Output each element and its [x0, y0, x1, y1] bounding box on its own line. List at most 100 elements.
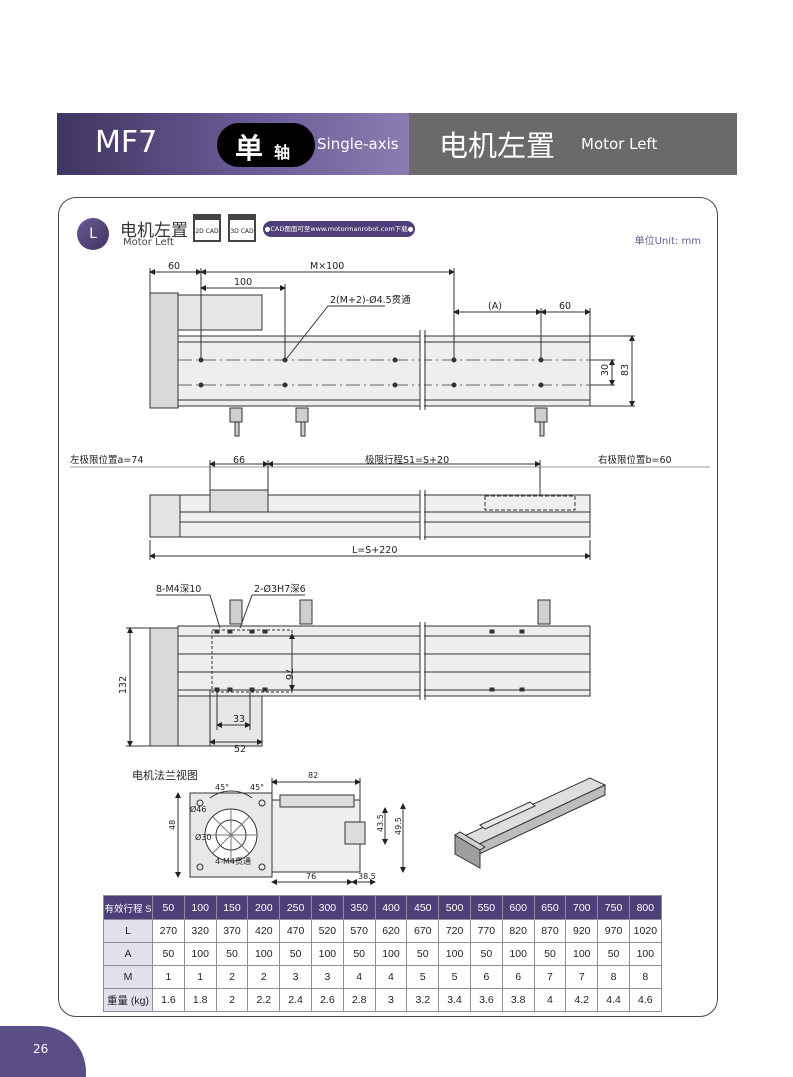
table-cell: 8: [628, 965, 662, 989]
table-cell: 50: [406, 942, 440, 966]
flange-76: 76: [306, 872, 316, 881]
table-cell: 820: [501, 919, 535, 943]
stroke-cell: 150: [215, 895, 249, 920]
table-cell: 50: [597, 942, 630, 966]
table-cell: 2.6: [310, 988, 344, 1012]
dim-m4: 8-M4深10: [156, 584, 201, 595]
cad-2d-label: 2D CAD: [195, 228, 219, 235]
table-cell: 920: [565, 919, 599, 943]
table-cell: 3.8: [501, 988, 535, 1012]
section-title-en: Motor Left: [123, 237, 174, 248]
table-cell: 1.8: [183, 988, 217, 1012]
table-cell: 470: [279, 919, 312, 943]
table-cell: 100: [501, 942, 535, 966]
dim-52: 52: [234, 744, 246, 755]
table-cell: 4.2: [565, 988, 599, 1012]
flange-38-5: 38.5: [358, 872, 376, 881]
stroke-cell: 800: [628, 895, 662, 920]
cad-3d-icon[interactable]: 3D CAD: [228, 214, 256, 242]
dim-top-100: 100: [234, 277, 252, 288]
table-cell: 100: [247, 942, 281, 966]
table-cell: 50: [469, 942, 503, 966]
table-cell: 2.4: [279, 988, 312, 1012]
table-cell: 770: [469, 919, 503, 943]
spec-table: 有效行程 S 50 100 150 200 250 300 350 400 45…: [103, 895, 662, 1012]
cad-2d-icon[interactable]: 2D CAD: [193, 214, 221, 242]
flange-angle-2: 45°: [250, 783, 264, 792]
flange-82: 82: [308, 771, 318, 780]
table-cell: 1020: [628, 919, 662, 943]
page-number-tab: 26: [0, 1026, 86, 1077]
stroke-cell: 200: [247, 895, 281, 920]
table-cell: 620: [374, 919, 408, 943]
stroke-cell: 100: [183, 895, 217, 920]
table-cell: 1.6: [152, 988, 185, 1012]
dim-top-a: (A): [488, 301, 502, 312]
table-cell: 8: [597, 965, 630, 989]
dim-right-limit: 右极限位置b=60: [598, 454, 672, 466]
flange-43-5: 43.5: [376, 814, 385, 832]
content-frame: [58, 197, 718, 1017]
dim-top-holes: 2(M+2)-Ø4.5贯通: [330, 295, 411, 306]
axis-cn-big: 单: [235, 132, 264, 165]
row-label: L: [103, 919, 153, 943]
stroke-cell: 700: [565, 895, 599, 920]
table-cell: 2: [215, 965, 249, 989]
table-cell: 1: [152, 965, 185, 989]
section-title-cn: 电机左置: [120, 221, 188, 241]
table-cell: 1: [183, 965, 217, 989]
table-cell: 50: [342, 942, 376, 966]
stroke-cell: 400: [374, 895, 408, 920]
table-cell: 720: [438, 919, 471, 943]
cad-download-note[interactable]: ●CAD图面可至www.motormanrobot.com下载●: [263, 221, 415, 237]
table-cell: 3: [279, 965, 312, 989]
table-cell: 4: [342, 965, 376, 989]
table-cell: 670: [406, 919, 440, 943]
row-label: A: [103, 942, 153, 966]
technical-drawing: 60 M×100 100 2(M+2)-Ø4.5贯通 (A) 60 30 83 …: [70, 261, 710, 885]
flange-d46: Ø46: [190, 804, 206, 814]
table-cell: 4.6: [628, 988, 662, 1012]
dim-mid-66: 66: [233, 455, 245, 466]
table-cell: 4: [533, 988, 567, 1012]
banner-right: 电机左置 Motor Left: [409, 113, 737, 175]
axis-cn-small: 轴: [274, 143, 291, 162]
table-row: 重量 (kg) 1.6 1.8 2 2.2 2.4 2.6 2.8 3 3.2 …: [103, 988, 662, 1012]
table-head-label: 有效行程 S: [103, 895, 153, 920]
flange-d30: Ø30: [195, 832, 211, 842]
table-cell: 100: [438, 942, 471, 966]
table-cell: 320: [183, 919, 217, 943]
unit-label: 单位Unit: mm: [634, 236, 701, 247]
stroke-cell: 600: [501, 895, 535, 920]
dim-bottom-76: 76: [283, 668, 294, 680]
table-cell: 2.2: [247, 988, 281, 1012]
table-cell: 3.2: [406, 988, 440, 1012]
stroke-cell: 500: [438, 895, 471, 920]
table-cell: 100: [183, 942, 217, 966]
table-cell: 50: [152, 942, 185, 966]
table-cell: 6: [501, 965, 535, 989]
table-cell: 2.8: [342, 988, 376, 1012]
mount-en: Motor Left: [581, 135, 658, 153]
dim-top-30: 30: [600, 364, 611, 376]
table-cell: 5: [406, 965, 440, 989]
table-cell: 3: [374, 988, 408, 1012]
dim-top-m100: M×100: [310, 261, 344, 272]
axis-pill: 单 轴: [217, 123, 315, 167]
table-cell: 50: [533, 942, 567, 966]
table-cell: 100: [374, 942, 408, 966]
cad-3d-label: 3D CAD: [230, 228, 254, 235]
table-cell: 4.4: [597, 988, 630, 1012]
table-cell: 3.6: [469, 988, 503, 1012]
table-cell: 100: [565, 942, 599, 966]
title-banner: MF7 单 轴 Single-axis 电机左置 Motor Left: [57, 113, 737, 175]
stroke-cell: 650: [533, 895, 567, 920]
table-cell: 420: [247, 919, 281, 943]
table-cell: 7: [533, 965, 567, 989]
flange-48: 48: [168, 820, 177, 830]
table-cell: 5: [438, 965, 471, 989]
stroke-cell: 250: [279, 895, 312, 920]
flange-49-5: 49.5: [394, 817, 403, 835]
model-name: MF7: [95, 125, 158, 160]
dim-top-83: 83: [620, 364, 631, 376]
